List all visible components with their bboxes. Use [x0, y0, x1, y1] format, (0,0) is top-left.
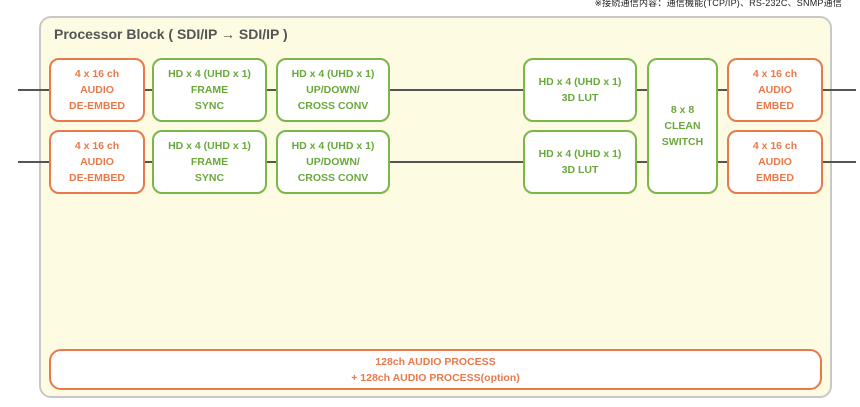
audio-process-box: 128ch AUDIO PROCESS + 128ch AUDIO PROCES…: [49, 349, 822, 390]
signal-line-row1-output: [821, 89, 856, 91]
cross-conv-2-line3: CROSS CONV: [297, 172, 369, 184]
cross-conv-box-2: HD x 4 (UHD x 1) UP/DOWN/ CROSS CONV: [276, 130, 390, 194]
frame-sync-1-line3: SYNC: [194, 100, 225, 112]
3d-lut-2-line1: HD x 4 (UHD x 1): [538, 148, 622, 160]
cross-conv-2-line1: HD x 4 (UHD x 1): [291, 140, 375, 152]
signal-line-row1-a: [144, 89, 154, 91]
3d-lut-box-1: HD x 4 (UHD x 1) 3D LUT: [523, 58, 637, 122]
audio-embed-1-line3: EMBED: [756, 100, 794, 112]
3d-lut-1-line1: HD x 4 (UHD x 1): [538, 76, 622, 88]
signal-line-row2-output: [821, 161, 856, 163]
clean-switch-line3: SWITCH: [661, 136, 704, 148]
audio-deembed-2-line1: 4 x 16 ch: [74, 140, 120, 152]
signal-line-row2-e: [717, 161, 729, 163]
cross-conv-2-line2: UP/DOWN/: [306, 156, 360, 168]
audio-deembed-1-line2: AUDIO: [80, 84, 114, 96]
3d-lut-box-2: HD x 4 (UHD x 1) 3D LUT: [523, 130, 637, 194]
audio-embed-1-line2: AUDIO: [758, 84, 792, 96]
signal-line-row2-c: [389, 161, 525, 163]
cross-conv-1-line3: CROSS CONV: [297, 100, 369, 112]
cross-conv-1-line1: HD x 4 (UHD x 1): [291, 68, 375, 80]
audio-deembed-1-line1: 4 x 16 ch: [74, 68, 120, 80]
signal-line-row2-a: [144, 161, 154, 163]
audio-deembed-box-1: 4 x 16 ch AUDIO DE-EMBED: [49, 58, 145, 122]
cross-conv-box-1: HD x 4 (UHD x 1) UP/DOWN/ CROSS CONV: [276, 58, 390, 122]
signal-line-row1-d: [636, 89, 648, 91]
signal-line-row1-b: [266, 89, 278, 91]
frame-sync-2-line2: FRAME: [190, 156, 229, 168]
clean-switch-box: 8 x 8 CLEAN SWITCH: [647, 58, 718, 194]
cross-conv-1-line2: UP/DOWN/: [306, 84, 360, 96]
audio-process-line2: + 128ch AUDIO PROCESS(option): [351, 371, 520, 384]
3d-lut-1-line2: 3D LUT: [561, 92, 599, 104]
frame-sync-1-line1: HD x 4 (UHD x 1): [168, 68, 251, 80]
audio-embed-2-line3: EMBED: [756, 172, 794, 184]
signal-line-row1-input: [18, 89, 51, 91]
audio-deembed-1-line3: DE-EMBED: [68, 100, 125, 112]
signal-line-row2-b: [266, 161, 278, 163]
panel-title: Processor Block ( SDI/IP → SDI/IP ): [54, 26, 288, 42]
signal-line-row2-input: [18, 161, 51, 163]
signal-line-row1-c: [389, 89, 525, 91]
audio-embed-1-line1: 4 x 16 ch: [752, 68, 798, 80]
frame-sync-2-line3: SYNC: [194, 172, 225, 184]
audio-process-line1: 128ch AUDIO PROCESS: [375, 355, 496, 368]
top-note: ※接続通信内容：通信機能(TCP/IP)、RS-232C、SNMP通信: [594, 0, 842, 8]
frame-sync-box-2: HD x 4 (UHD x 1) FRAME SYNC: [152, 130, 267, 194]
clean-switch-line1: 8 x 8: [670, 104, 695, 116]
3d-lut-2-line2: 3D LUT: [561, 164, 599, 176]
clean-switch-line2: CLEAN: [664, 120, 701, 132]
audio-embed-box-1: 4 x 16 ch AUDIO EMBED: [727, 58, 823, 122]
signal-line-row2-d: [636, 161, 648, 163]
audio-embed-box-2: 4 x 16 ch AUDIO EMBED: [727, 130, 823, 194]
audio-deembed-2-line2: AUDIO: [80, 156, 114, 168]
frame-sync-box-1: HD x 4 (UHD x 1) FRAME SYNC: [152, 58, 267, 122]
signal-line-row1-e: [717, 89, 729, 91]
audio-embed-2-line2: AUDIO: [758, 156, 792, 168]
audio-deembed-box-2: 4 x 16 ch AUDIO DE-EMBED: [49, 130, 145, 194]
audio-embed-2-line1: 4 x 16 ch: [752, 140, 798, 152]
frame-sync-2-line1: HD x 4 (UHD x 1): [168, 140, 251, 152]
audio-deembed-2-line3: DE-EMBED: [68, 172, 125, 184]
frame-sync-1-line2: FRAME: [190, 84, 229, 96]
